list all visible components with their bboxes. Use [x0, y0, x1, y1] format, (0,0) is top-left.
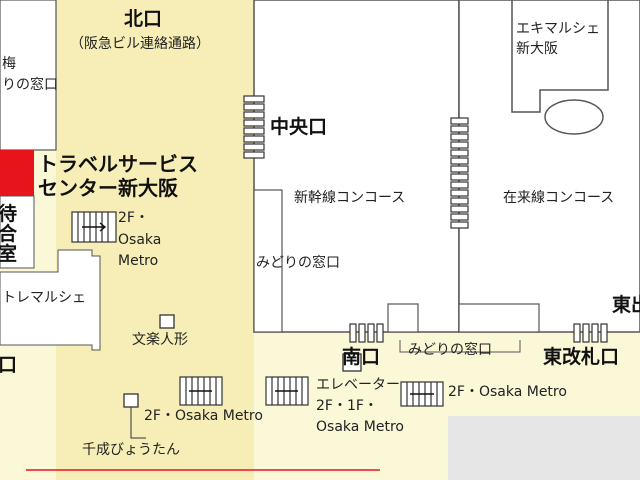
metro-2f-label-a1: 2F・ — [118, 210, 149, 226]
elevator-label-1: エレベーター — [316, 377, 400, 393]
waiting-room — [0, 195, 35, 269]
elevator-icon — [342, 353, 362, 372]
ekimarche-label: エキマルシェ — [516, 21, 600, 37]
stairs-icon — [71, 211, 117, 243]
travel-service-label-2: センター新大阪 — [38, 176, 178, 200]
south-midori-room — [387, 303, 419, 333]
shinkansen-concourse-area — [253, 0, 460, 333]
zairaisen-concourse-area — [458, 0, 640, 333]
stairs-icon — [179, 376, 223, 406]
east-gate-label: 東改札口 — [543, 346, 620, 368]
midori-partial-label: りの窓口 — [2, 77, 58, 93]
metro-2f-label-a3: Metro — [118, 253, 159, 269]
waiting-room-label-2: 合 — [0, 223, 18, 245]
east-gate-bars — [573, 323, 608, 343]
sennari-gourd-label: 千成びょうたん — [82, 442, 180, 458]
elevator-label-2: 2F・1F・ — [316, 398, 378, 414]
zairaisen-concourse-label: 在来線コンコース — [503, 190, 615, 206]
stairs-icon — [265, 376, 309, 406]
bunraku-doll-label: 文楽人形 — [132, 332, 188, 348]
umeda-partial-label: 梅 — [2, 56, 16, 72]
south-midori-bracket — [399, 340, 521, 353]
ekimarche-outline — [511, 0, 609, 113]
ekimarche-label-2: 新大阪 — [516, 41, 558, 57]
ekimarche-oval — [544, 99, 604, 135]
metro-2f-label-b: 2F・Osaka Metro — [144, 408, 263, 424]
central-gate-stairs — [243, 95, 265, 159]
east-exit-partial-label: 東出 — [612, 294, 640, 316]
tore-marche-label: トレマルシェ — [2, 290, 86, 306]
left-edge-partial-label: 口 — [0, 354, 18, 376]
elevator-label-3: Osaka Metro — [316, 419, 404, 435]
stairs-icon — [400, 381, 444, 407]
south-exit-label: 南口 — [342, 346, 381, 368]
waiting-room-label-1: 待 — [0, 203, 18, 225]
north-exit-note: （阪急ビル連絡通路） — [70, 36, 210, 52]
leader-line — [130, 407, 146, 439]
landmark-marker-icon — [159, 314, 175, 329]
central-exit-label: 中央口 — [270, 116, 328, 138]
landmark-marker-icon — [123, 393, 139, 408]
shinkansen-concourse-label: 新幹線コンコース — [294, 190, 406, 206]
east-room — [458, 303, 540, 333]
travel-service-center — [0, 150, 34, 196]
south-gate — [349, 323, 384, 343]
grey-block-right — [448, 416, 640, 480]
midori-window-label: みどりの窓口 — [256, 255, 340, 271]
tore-marche-block — [0, 249, 101, 351]
left-white-block — [0, 0, 57, 151]
shinkansen-midori-room — [253, 189, 283, 333]
metro-2f-label-c: 2F・Osaka Metro — [448, 384, 567, 400]
metro-2f-label-a2: Osaka — [118, 232, 162, 248]
south-midori-window-label: みどりの窓口 — [408, 342, 492, 358]
travel-service-label-1: トラベルサービス — [38, 152, 198, 176]
middle-gate-stack — [450, 117, 469, 229]
north-exit-label: 北口 — [124, 8, 163, 30]
waiting-room-label-3: 室 — [0, 243, 18, 265]
